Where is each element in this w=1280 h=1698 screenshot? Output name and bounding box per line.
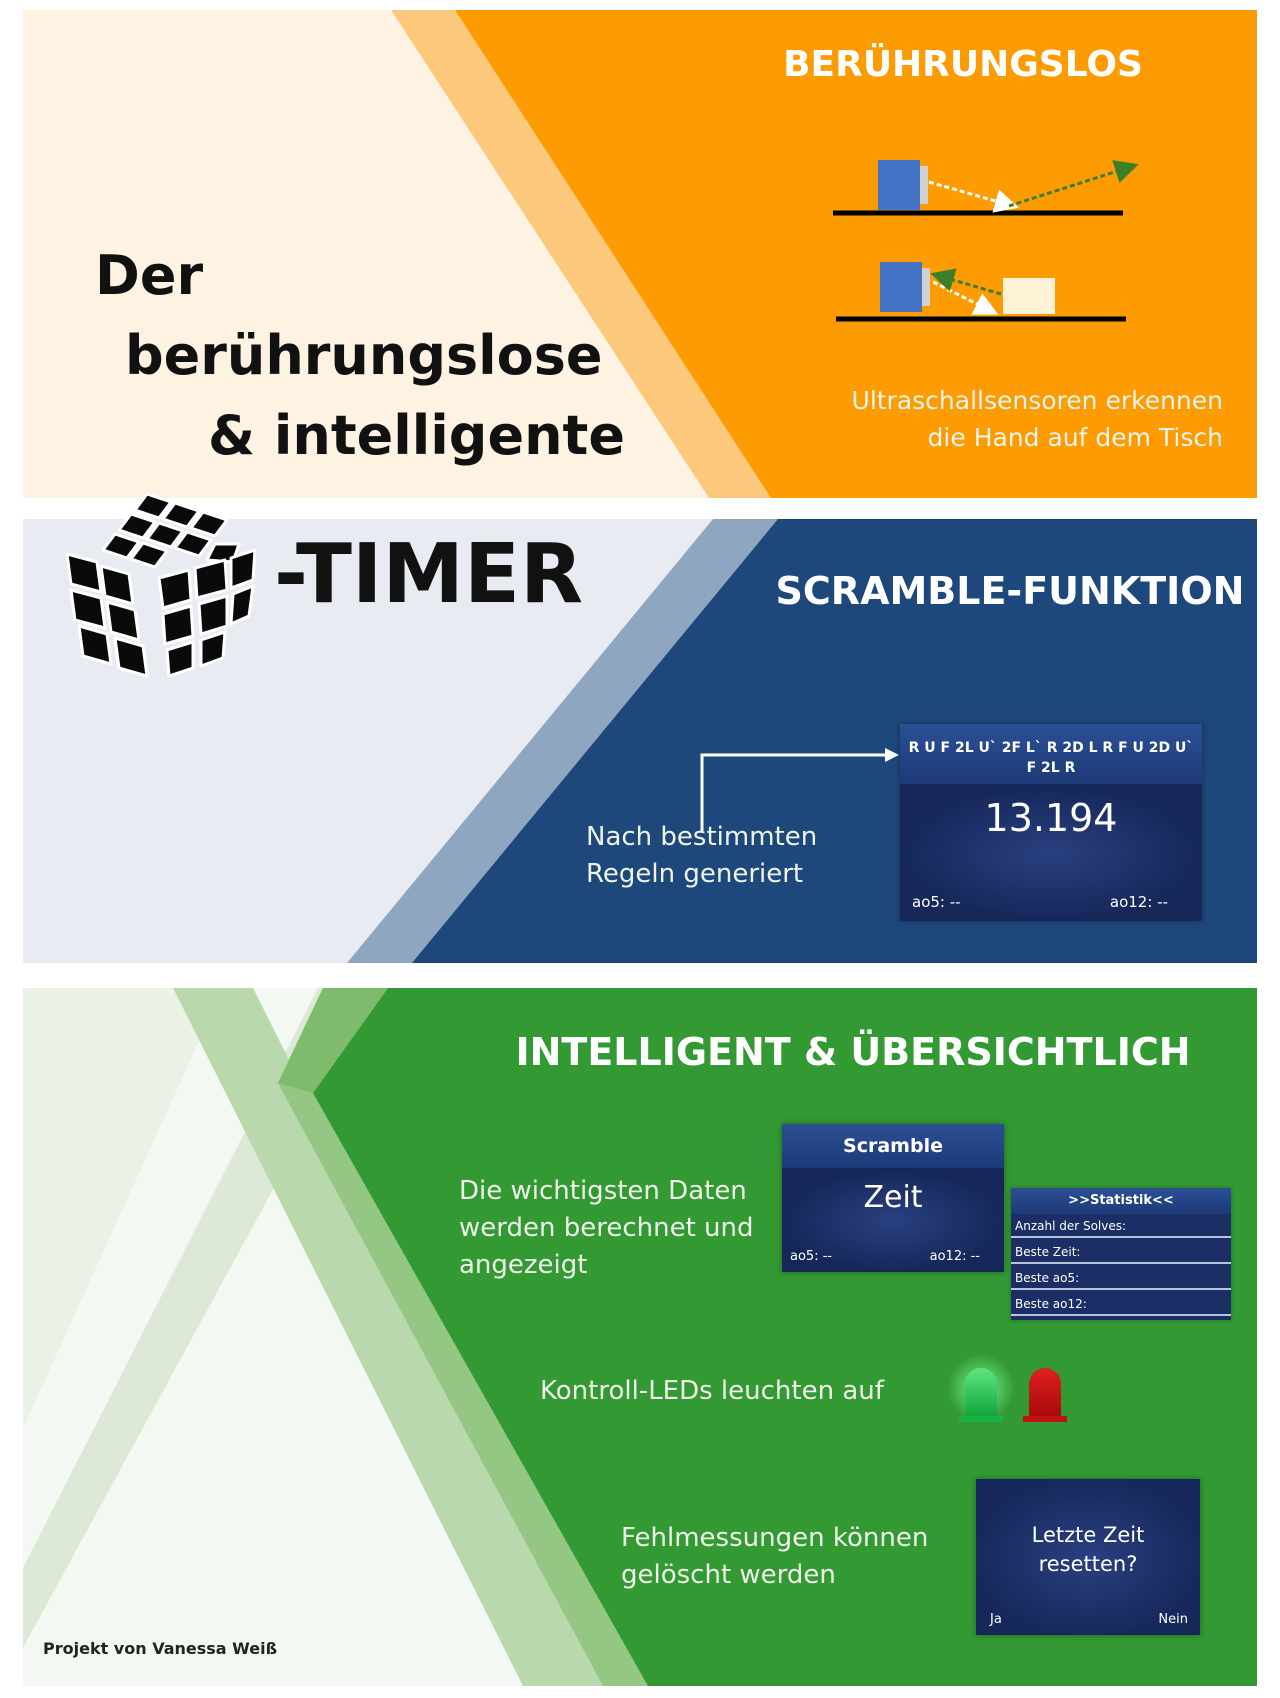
ao5-label: ao5: -- bbox=[912, 893, 961, 911]
led-caption: Kontroll-LEDs leuchten auf bbox=[540, 1376, 884, 1406]
section-contactless: BERÜHRUNGSLOS Ultraschallsensoren erkenn… bbox=[23, 10, 1257, 498]
statistics-display-mockup: >>Statistik<< Anzahl der Solves: Beste Z… bbox=[1011, 1188, 1231, 1320]
contactless-caption: Ultraschallsensoren erkennen die Hand au… bbox=[851, 386, 1223, 452]
ao5-label: ao5: -- bbox=[790, 1249, 833, 1264]
reset-display-mockup: Letzte Zeit resetten? Ja Nein bbox=[976, 1479, 1200, 1635]
display-time: Zeit bbox=[863, 1180, 923, 1215]
reset-yes-option: Ja bbox=[990, 1612, 1002, 1627]
reset-caption: Fehlmessungen können gelöscht werden bbox=[621, 1523, 929, 1590]
reset-no-option: Nein bbox=[1158, 1612, 1188, 1627]
display-body: Zeit ao5: -- ao12: -- bbox=[782, 1170, 1004, 1272]
stat-row: Beste ao5: bbox=[1011, 1266, 1231, 1290]
red-led-icon bbox=[1023, 1368, 1067, 1422]
ao12-label: ao12: -- bbox=[1109, 893, 1168, 911]
ultrasonic-sensor-illustration bbox=[833, 160, 1139, 322]
timer-display-mockup: R U F 2L U` 2F L` R 2D L R F U 2D U` F 2… bbox=[900, 724, 1202, 921]
title-line-1: Der bbox=[95, 244, 204, 307]
heading-intelligent: INTELLIGENT & ÜBERSICHTLICH bbox=[515, 1030, 1191, 1074]
display-scramble-header: Scramble bbox=[782, 1124, 1004, 1168]
ao12-label: ao12: -- bbox=[929, 1249, 980, 1264]
display-time: 13.194 bbox=[984, 796, 1118, 840]
stat-row: Beste Zeit: bbox=[1011, 1240, 1231, 1264]
section-scramble: SCRAMBLE-FUNKTION Nach bestimmten Regeln… bbox=[23, 519, 1257, 963]
title-line-3: & intelligente bbox=[208, 404, 625, 467]
reset-question: Letzte Zeit resetten? bbox=[1031, 1523, 1145, 1576]
footer-credit: Projekt von Vanessa Weiß bbox=[43, 1639, 278, 1658]
data-caption: Die wichtigsten Daten werden berechnet u… bbox=[459, 1176, 754, 1280]
stat-row: Anzahl der Solves: bbox=[1011, 1214, 1231, 1238]
control-leds bbox=[947, 1354, 1067, 1422]
title-timer-word: -TIMER bbox=[274, 527, 584, 622]
scramble-caption: Nach bestimmten Regeln generiert bbox=[586, 822, 818, 889]
heading-scramble: SCRAMBLE-FUNKTION bbox=[775, 569, 1245, 613]
rubiks-cube-icon bbox=[65, 492, 257, 678]
green-led-icon bbox=[947, 1354, 1015, 1422]
title-line-2: berührungslose bbox=[125, 324, 603, 387]
display-body: 13.194 ao5: -- ao12: -- bbox=[900, 786, 1202, 921]
statistics-header: >>Statistik<< bbox=[1011, 1188, 1231, 1214]
timer-display-mockup-small: Scramble Zeit ao5: -- ao12: -- bbox=[782, 1124, 1004, 1272]
connector-arrow bbox=[700, 748, 899, 831]
stat-row: Beste ao12: bbox=[1011, 1292, 1231, 1316]
heading-contactless: BERÜHRUNGSLOS bbox=[783, 44, 1143, 85]
scramble-sequence: R U F 2L U` 2F L` R 2D L R F U 2D U` F 2… bbox=[900, 724, 1202, 784]
section-intelligent: INTELLIGENT & ÜBERSICHTLICH Die wichtigs… bbox=[23, 988, 1257, 1686]
orange-diagonal-background bbox=[391, 10, 1257, 498]
